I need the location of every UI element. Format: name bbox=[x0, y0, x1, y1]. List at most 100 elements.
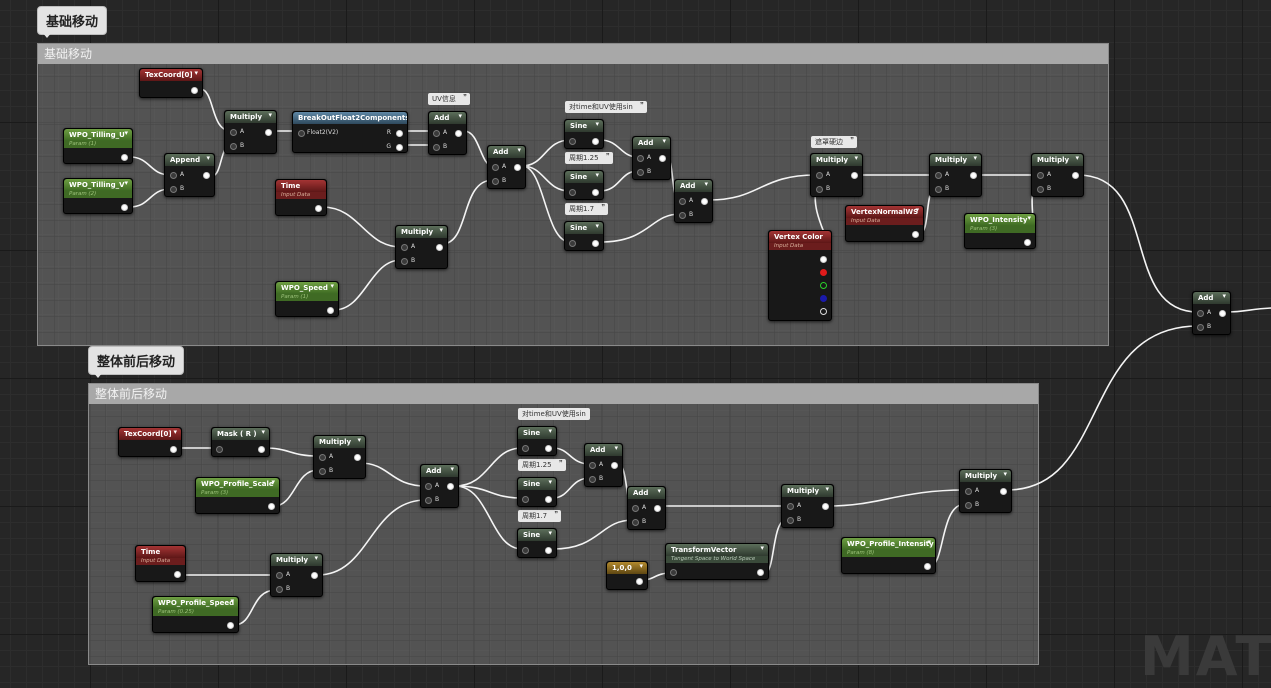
chevron-down-icon[interactable]: ▾ bbox=[657, 487, 661, 495]
chevron-down-icon[interactable]: ▾ bbox=[261, 428, 265, 436]
chevron-down-icon[interactable]: ▾ bbox=[704, 180, 708, 188]
chevron-down-icon[interactable]: ▾ bbox=[614, 444, 618, 452]
chevron-down-icon[interactable]: ▾ bbox=[662, 137, 666, 145]
chevron-down-icon[interactable]: ▾ bbox=[548, 427, 552, 435]
chevron-down-icon[interactable]: ▾ bbox=[1003, 470, 1007, 478]
input-pin-b[interactable] bbox=[637, 169, 644, 176]
chevron-down-icon[interactable]: ▾ bbox=[973, 154, 977, 162]
input-pin-a[interactable] bbox=[632, 505, 639, 512]
output-pin[interactable] bbox=[514, 164, 521, 171]
add-node-final[interactable]: Add ▾ A B bbox=[1192, 291, 1231, 335]
output-pin[interactable] bbox=[701, 198, 708, 205]
sine-node-3[interactable]: Sine ▾ bbox=[564, 221, 604, 251]
output-pin[interactable] bbox=[327, 307, 334, 314]
multiply-node-4[interactable]: Multiply ▾ A B bbox=[929, 153, 982, 197]
sine-node-b2[interactable]: Sine ▾ bbox=[517, 477, 557, 507]
comment-tag-sin-top[interactable]: 对time和UV使用sin❞ bbox=[565, 101, 647, 113]
input-pin[interactable] bbox=[522, 445, 529, 452]
transform-vector-node[interactable]: TransformVector ▾ Tangent Space to World… bbox=[665, 543, 769, 580]
output-pin[interactable] bbox=[611, 462, 618, 469]
chevron-down-icon[interactable]: ▾ bbox=[760, 544, 764, 552]
param-node-intensity[interactable]: WPO_Intensity ▾ Param (3) bbox=[964, 213, 1036, 249]
chevron-down-icon[interactable]: ▾ bbox=[194, 69, 198, 77]
chevron-down-icon[interactable]: ▾ bbox=[595, 120, 599, 128]
input-pin-b[interactable] bbox=[816, 186, 823, 193]
chevron-down-icon[interactable]: ▾ bbox=[1222, 292, 1226, 300]
sine-node-1[interactable]: Sine ▾ bbox=[564, 119, 604, 149]
output-pin[interactable] bbox=[268, 503, 275, 510]
chevron-down-icon[interactable]: ▾ bbox=[639, 562, 643, 570]
input-pin-a[interactable] bbox=[1197, 310, 1204, 317]
param-node-profile-speed[interactable]: WPO_Profile_Speed ▾ Param (0.25) bbox=[152, 596, 239, 633]
output-pin-r[interactable] bbox=[396, 130, 403, 137]
output-pin-b[interactable] bbox=[820, 295, 827, 302]
comment-tag-period-125-bottom[interactable]: 周期1.25❞ bbox=[518, 459, 566, 471]
time-node-bottom[interactable]: Time Input Data bbox=[135, 545, 186, 582]
chevron-down-icon[interactable]: ▾ bbox=[1027, 214, 1031, 222]
input-pin-b[interactable] bbox=[935, 186, 942, 193]
output-pin[interactable] bbox=[311, 572, 318, 579]
chevron-down-icon[interactable]: ▾ bbox=[230, 597, 234, 605]
output-pin[interactable] bbox=[354, 454, 361, 461]
input-pin-float2[interactable] bbox=[298, 130, 305, 137]
multiply-node-b4[interactable]: Multiply ▾ A B bbox=[959, 469, 1012, 513]
input-pin-a[interactable] bbox=[935, 172, 942, 179]
comment-bubble-base[interactable]: 基础移动 bbox=[37, 6, 108, 35]
add-node-4[interactable]: Add ▾ A B bbox=[674, 179, 713, 223]
output-pin[interactable] bbox=[545, 496, 552, 503]
param-node-tilling-u[interactable]: WPO_Tilling_U ▾ Param (1) bbox=[63, 128, 133, 164]
input-pin-b[interactable] bbox=[787, 517, 794, 524]
output-pin[interactable] bbox=[170, 446, 177, 453]
multiply-node-1[interactable]: Multiply ▾ A B bbox=[224, 110, 277, 154]
input-pin-a[interactable] bbox=[425, 483, 432, 490]
input-pin-a[interactable] bbox=[170, 172, 177, 179]
chevron-down-icon[interactable]: ▾ bbox=[915, 206, 919, 214]
add-node-b2[interactable]: Add ▾ A B bbox=[584, 443, 623, 487]
output-pin[interactable] bbox=[822, 503, 829, 510]
output-pin[interactable] bbox=[970, 172, 977, 179]
comment-bubble-overall[interactable]: 整体前后移动 bbox=[88, 346, 185, 375]
chevron-down-icon[interactable]: ▾ bbox=[458, 112, 462, 120]
texcoord-node-top[interactable]: TexCoord[0] ▾ bbox=[139, 68, 203, 98]
chevron-down-icon[interactable]: ▾ bbox=[595, 222, 599, 230]
output-pin[interactable] bbox=[659, 155, 666, 162]
param-node-profile-scale[interactable]: WPO_Profile_Scale ▾ Param (3) bbox=[195, 477, 280, 514]
chevron-down-icon[interactable]: ▾ bbox=[450, 465, 454, 473]
input-pin-b[interactable] bbox=[319, 468, 326, 475]
chevron-down-icon[interactable]: ▾ bbox=[595, 171, 599, 179]
chevron-down-icon[interactable]: ▾ bbox=[854, 154, 858, 162]
input-pin-b[interactable] bbox=[425, 497, 432, 504]
chevron-down-icon[interactable]: ▾ bbox=[927, 538, 931, 546]
multiply-node-5[interactable]: Multiply ▾ A B bbox=[1031, 153, 1084, 197]
add-node-b3[interactable]: Add ▾ A B bbox=[627, 486, 666, 530]
output-pin[interactable] bbox=[1024, 239, 1031, 246]
comment-tag-period-17-top[interactable]: 周期1.7❞ bbox=[565, 203, 609, 215]
output-pin[interactable] bbox=[121, 154, 128, 161]
sine-node-2[interactable]: Sine ▾ bbox=[564, 170, 604, 200]
sine-node-b3[interactable]: Sine ▾ bbox=[517, 528, 557, 558]
output-pin-g[interactable] bbox=[820, 282, 827, 289]
input-pin-a[interactable] bbox=[965, 488, 972, 495]
chevron-down-icon[interactable]: ▾ bbox=[271, 478, 275, 486]
chevron-down-icon[interactable]: ▾ bbox=[124, 129, 128, 137]
input-pin-a[interactable] bbox=[433, 130, 440, 137]
input-pin[interactable] bbox=[569, 189, 576, 196]
input-pin-b[interactable] bbox=[679, 212, 686, 219]
input-pin-b[interactable] bbox=[1037, 186, 1044, 193]
input-pin[interactable] bbox=[216, 446, 223, 453]
input-pin-b[interactable] bbox=[589, 476, 596, 483]
output-pin[interactable] bbox=[592, 138, 599, 145]
output-pin-a[interactable] bbox=[820, 308, 827, 315]
mask-r-node[interactable]: Mask ( R ) ▾ bbox=[211, 427, 270, 457]
input-pin-a[interactable] bbox=[1037, 172, 1044, 179]
add-node-3[interactable]: Add ▾ A B bbox=[632, 136, 671, 180]
multiply-node-b3[interactable]: Multiply ▾ A B bbox=[781, 484, 834, 528]
chevron-down-icon[interactable]: ▾ bbox=[548, 529, 552, 537]
output-pin[interactable] bbox=[455, 130, 462, 137]
input-pin-a[interactable] bbox=[816, 172, 823, 179]
input-pin[interactable] bbox=[569, 138, 576, 145]
output-pin[interactable] bbox=[315, 205, 322, 212]
input-pin-a[interactable] bbox=[276, 572, 283, 579]
input-pin-a[interactable] bbox=[637, 155, 644, 162]
input-pin-b[interactable] bbox=[492, 178, 499, 185]
